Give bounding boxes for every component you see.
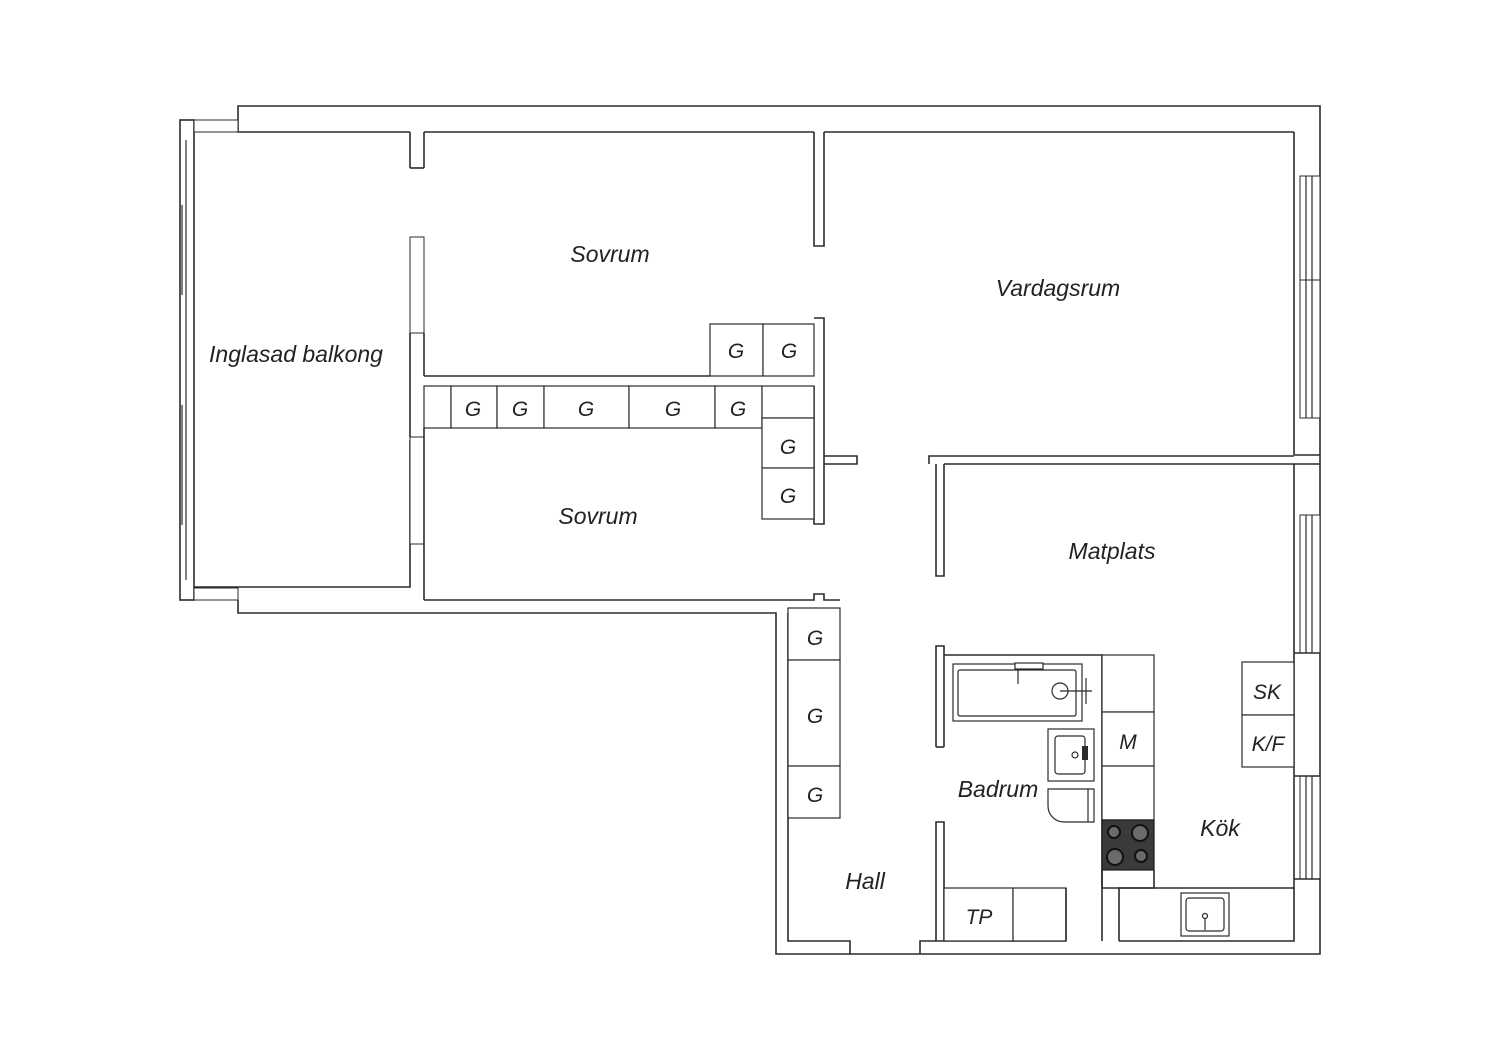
wardrobe-label: G [728, 340, 744, 363]
room-label-hall: Hall [845, 868, 886, 894]
room-label-bedroom-bottom: Sovrum [558, 503, 637, 529]
fridge-freezer-label: K/F [1252, 733, 1286, 756]
wardrobe-label: G [780, 485, 796, 508]
room-label-bathroom: Badrum [958, 776, 1039, 802]
wardrobe-label: G [578, 398, 594, 421]
wardrobe-label: G [512, 398, 528, 421]
wardrobe-label: G [665, 398, 681, 421]
bedroom-bottom: Sovrum [424, 503, 840, 601]
freezer-label: SK [1253, 681, 1282, 704]
microwave-label: M [1119, 731, 1137, 754]
wardrobe-label: G [807, 705, 823, 728]
dining: Matplats [935, 464, 1321, 654]
living-room: Vardagsrum [928, 175, 1321, 465]
wardrobe-label: G [465, 398, 481, 421]
wardrobes-hall: G G G Hall [787, 607, 886, 894]
wardrobe-label: G [730, 398, 746, 421]
wardrobe-label: G [780, 436, 796, 459]
kitchen: M SK K/F Kök [1101, 652, 1321, 941]
bathroom: TP Badrum [935, 645, 1103, 942]
room-label-balcony: Inglasad balkong [209, 341, 383, 367]
outer-walls [237, 105, 1321, 955]
dryer-label: TP [966, 906, 993, 929]
room-label-living-room: Vardagsrum [996, 275, 1120, 301]
room-label-kitchen: Kök [1200, 815, 1241, 841]
balcony: Inglasad balkong [179, 119, 425, 601]
room-label-bedroom-top: Sovrum [570, 241, 649, 267]
wardrobes-center: G G G G G G G G G [423, 323, 858, 600]
wardrobe-label: G [807, 627, 823, 650]
wardrobe-label: G [807, 784, 823, 807]
room-label-dining: Matplats [1069, 538, 1156, 564]
wardrobe-label: G [781, 340, 797, 363]
